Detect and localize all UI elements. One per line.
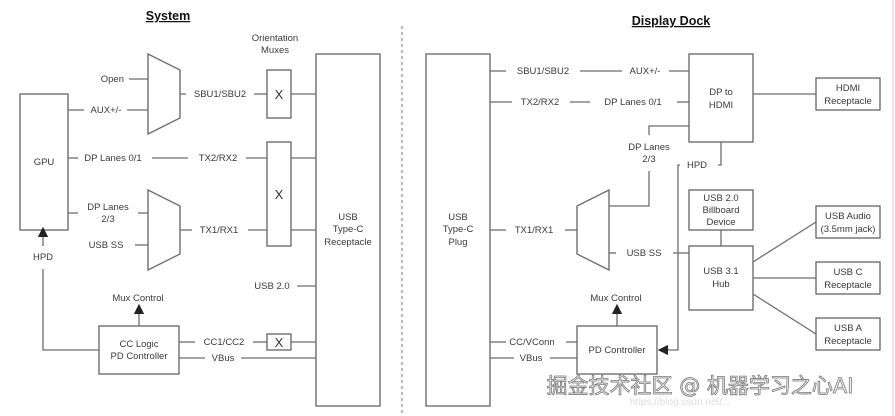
dp-lanes-23-label-2: 2/3 [101,214,114,225]
usb-audio-label-1: USB Audio [825,211,871,222]
hub-label-2: Hub [712,279,729,290]
usb-a-label-1: USB A [834,323,863,334]
dock-tx2rx2-label: TX2/RX2 [521,97,560,108]
orientation-muxes-label-2: Muxes [261,45,289,56]
aux-mux [147,52,181,136]
usb-ss-label: USB SS [89,240,124,251]
billboard-label-1: USB 2.0 [703,193,738,204]
dock-dp-lanes-23-label-2: 2/3 [642,154,655,165]
usb-billboard-device [688,189,754,231]
cc-label: CC1/CC2 [204,337,245,348]
hpd-line [657,164,680,356]
dock-title: Display Dock [632,14,711,28]
usb-a-receptacle [815,317,881,351]
dp-to-hdmi-label-1: DP to [709,87,733,98]
usb-31-hub [688,245,754,311]
billboard-label-2: Billboard [703,205,740,216]
hdmi-label-2: Receptacle [824,96,872,107]
hdmi-label-1: HDMI [836,83,860,94]
dock-aux-label: AUX+/- [630,66,661,77]
receptacle-label-1: USB [338,212,358,223]
hpd-label: HPD [33,252,53,263]
vbus-label: VBus [212,353,235,364]
dock-vbus-label: VBus [520,353,543,364]
system-title: System [146,9,190,23]
usb-audio [815,205,881,239]
cc-logic-pd-controller [98,325,180,375]
usb-audio-label-2: (3.5mm jack) [821,224,876,235]
plug-label-3: Plug [448,237,467,248]
usb-type-c-receptacle [315,53,381,407]
hub-label-1: USB 3.1 [703,266,738,277]
receptacle-label-3: Receptacle [324,237,372,248]
hpd-line [42,269,99,351]
usb-c-receptacle [815,261,881,295]
dock-dp-lanes-01-label: DP Lanes 0/1 [604,97,661,108]
dp-lanes-23-label-1: DP Lanes [87,202,129,213]
dock-dp-lanes-23-label-1: DP Lanes [628,142,670,153]
dp-lanes-01-label: DP Lanes 0/1 [84,153,141,164]
dock-mux-control-label: Mux Control [590,293,641,304]
dock-mux [576,188,610,272]
open-label: Open [101,74,124,85]
ccvconn-label: CC/VConn [509,337,554,348]
tx2rx2-label: TX2/RX2 [199,153,238,164]
x-mark: X [275,187,284,202]
dp-lanes-23-line [648,125,689,135]
tx1rx1-label: TX1/RX1 [200,225,239,236]
usb-type-c-plug [425,53,491,407]
receptacle-label-2: Type-C [333,224,364,235]
dock-usb-ss-label: USB SS [627,248,662,259]
sbu-label: SBU1/SBU2 [194,89,246,100]
pd-controller-text: PD Controller [588,345,645,356]
watermark-url: https://blog.csdn.net/... [630,397,731,408]
dock-hpd-label: HPD [687,160,707,171]
cc-logic-label-2: PD Controller [110,351,167,362]
usb-a-label-2: Receptacle [824,336,872,347]
orientation-mux-ss [266,141,292,247]
usb-c-label-1: USB C [833,267,862,278]
aux-label: AUX+/- [91,105,122,116]
dock-sbu-label: SBU1/SBU2 [517,66,569,77]
dp-to-hdmi-label-2: HDMI [709,100,733,111]
hdmi-receptacle [815,77,881,111]
gpu-block [19,93,69,231]
watermark: 掘金技术社区 @ 机器学习之心AI [547,374,854,398]
x-mark: X [275,335,284,350]
billboard-label-3: Device [706,217,735,228]
usb-c-label-2: Receptacle [824,280,872,291]
gpu-label: GPU [34,157,55,168]
dp-to-hdmi-block [688,53,754,143]
orientation-muxes-label-1: Orientation [252,33,298,44]
hpd-line-top [718,142,722,166]
mux-control-label: Mux Control [112,293,163,304]
plug-label-2: Type-C [443,224,474,235]
dock-tx1rx1-label: TX1/RX1 [515,225,554,236]
usb20-label: USB 2.0 [254,281,289,292]
plug-label-1: USB [448,212,468,223]
x-mark: X [275,87,284,102]
cc-logic-label-1: CC Logic [119,339,158,350]
ss-mux [147,188,181,272]
